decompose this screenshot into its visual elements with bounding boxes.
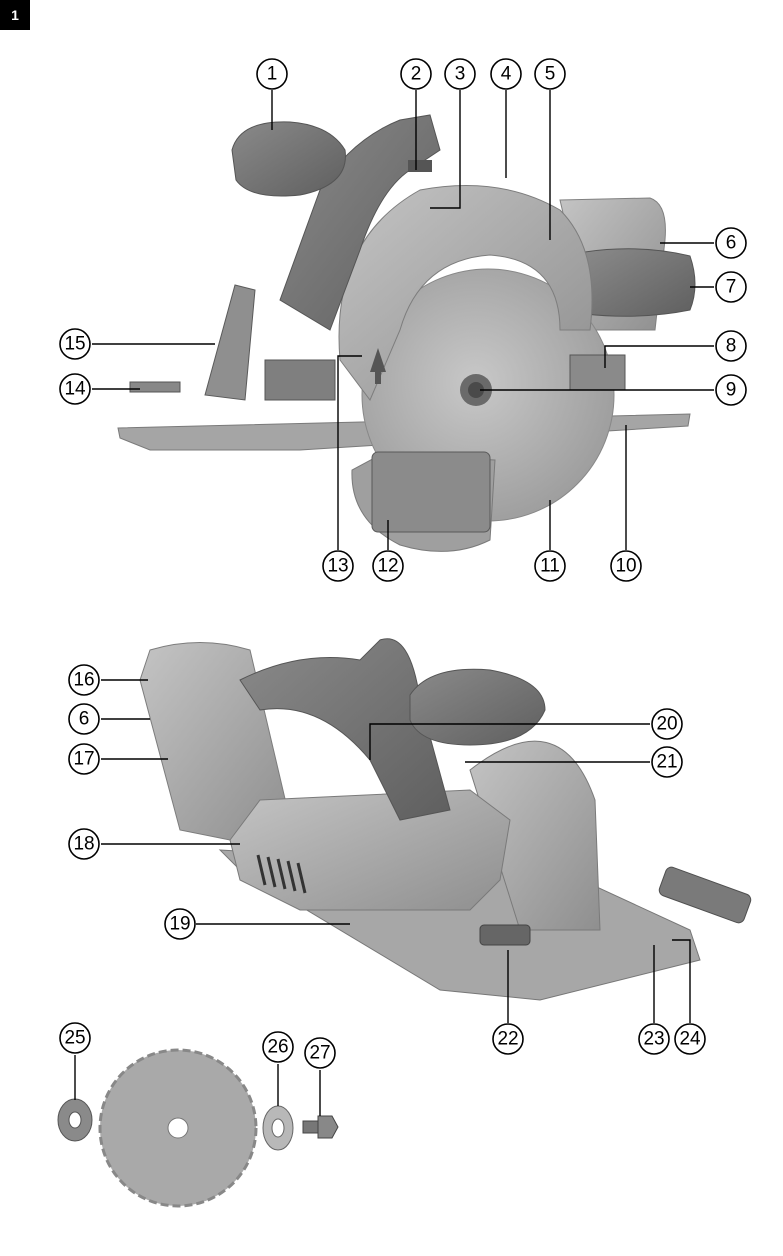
callout-24: 24 [674, 1023, 706, 1055]
handle-rear [239, 638, 451, 821]
svg-text:24: 24 [679, 1029, 701, 1050]
blade-accessories [57, 1048, 339, 1208]
callout-14: 14 [59, 373, 91, 405]
figure-number-badge: 1 [0, 0, 30, 30]
svg-text:7: 7 [726, 277, 737, 298]
callout-7: 7 [715, 271, 747, 303]
callout-20: 20 [651, 708, 683, 740]
svg-text:11: 11 [540, 556, 560, 577]
bevel-base [264, 359, 336, 401]
depth-bracket [569, 354, 626, 391]
direction-arrow-mark [370, 348, 386, 384]
callout-19: 19 [164, 908, 196, 940]
callout-17: 17 [68, 743, 100, 775]
svg-text:18: 18 [73, 834, 94, 855]
callout-8: 8 [715, 330, 747, 362]
callout-2: 2 [400, 58, 432, 90]
replacement-blade [98, 1048, 258, 1208]
callout-4: 4 [490, 58, 522, 90]
svg-text:21: 21 [656, 752, 677, 773]
callout-6-bottom: 6 [68, 703, 100, 735]
callout-25: 25 [59, 1022, 91, 1054]
svg-text:5: 5 [545, 64, 556, 85]
svg-text:23: 23 [643, 1029, 664, 1050]
svg-text:20: 20 [656, 714, 677, 735]
leader-lines [74, 90, 714, 1116]
blade-bolt [468, 382, 484, 398]
svg-text:15: 15 [64, 334, 85, 355]
callout-23: 23 [638, 1023, 670, 1055]
motor-housing [584, 248, 696, 317]
svg-text:8: 8 [726, 336, 737, 357]
saw-side-view [117, 114, 696, 552]
svg-text:27: 27 [309, 1043, 330, 1064]
svg-text:25: 25 [64, 1028, 85, 1049]
callout-1: 1 [256, 58, 288, 90]
callout-16: 16 [68, 664, 100, 696]
callout-18: 18 [68, 828, 100, 860]
callout-12: 12 [372, 550, 404, 582]
callout-22: 22 [492, 1023, 524, 1055]
bevel-quadrant [204, 284, 256, 401]
svg-text:6: 6 [726, 233, 737, 254]
flange-outer [262, 1105, 294, 1151]
blade-guard-rear [469, 740, 601, 931]
lower-guard-lever [371, 451, 491, 533]
callouts: 1 2 3 4 5 6 7 8 9 10 11 12 13 14 15 16 6… [59, 58, 747, 1069]
parallel-guide [658, 866, 752, 924]
svg-text:26: 26 [267, 1037, 288, 1058]
callout-11: 11 [534, 550, 566, 582]
saw-rear-view [139, 638, 752, 1001]
callout-15: 15 [59, 328, 91, 360]
callout-13: 13 [322, 550, 354, 582]
svg-text:12: 12 [377, 556, 398, 577]
lock-off-button [408, 160, 432, 172]
flange-inner [57, 1098, 93, 1142]
bevel-lock-lever [479, 924, 531, 946]
callout-6-top: 6 [715, 227, 747, 259]
svg-text:4: 4 [501, 64, 512, 85]
callout-9: 9 [715, 374, 747, 406]
front-handle [231, 121, 346, 197]
svg-text:6: 6 [79, 709, 90, 730]
callout-3: 3 [444, 58, 476, 90]
upper-blade-guard [338, 185, 593, 401]
svg-text:10: 10 [615, 556, 636, 577]
callout-26: 26 [262, 1031, 294, 1063]
svg-text:13: 13 [327, 556, 348, 577]
svg-text:22: 22 [497, 1029, 518, 1050]
front-lever [129, 381, 181, 393]
front-handle-rear [409, 668, 546, 746]
blade-screw [302, 1115, 339, 1139]
motor-housing-rear [229, 789, 511, 911]
callout-27: 27 [304, 1037, 336, 1069]
svg-text:16: 16 [73, 670, 94, 691]
callout-21: 21 [651, 746, 683, 778]
svg-text:14: 14 [64, 379, 86, 400]
svg-text:2: 2 [411, 64, 422, 85]
svg-text:9: 9 [726, 380, 737, 401]
callout-10: 10 [610, 550, 642, 582]
svg-text:3: 3 [455, 64, 466, 85]
motor-vents [256, 854, 307, 894]
callout-5: 5 [534, 58, 566, 90]
svg-text:17: 17 [73, 749, 94, 770]
svg-text:19: 19 [169, 914, 190, 935]
svg-text:1: 1 [267, 64, 278, 85]
